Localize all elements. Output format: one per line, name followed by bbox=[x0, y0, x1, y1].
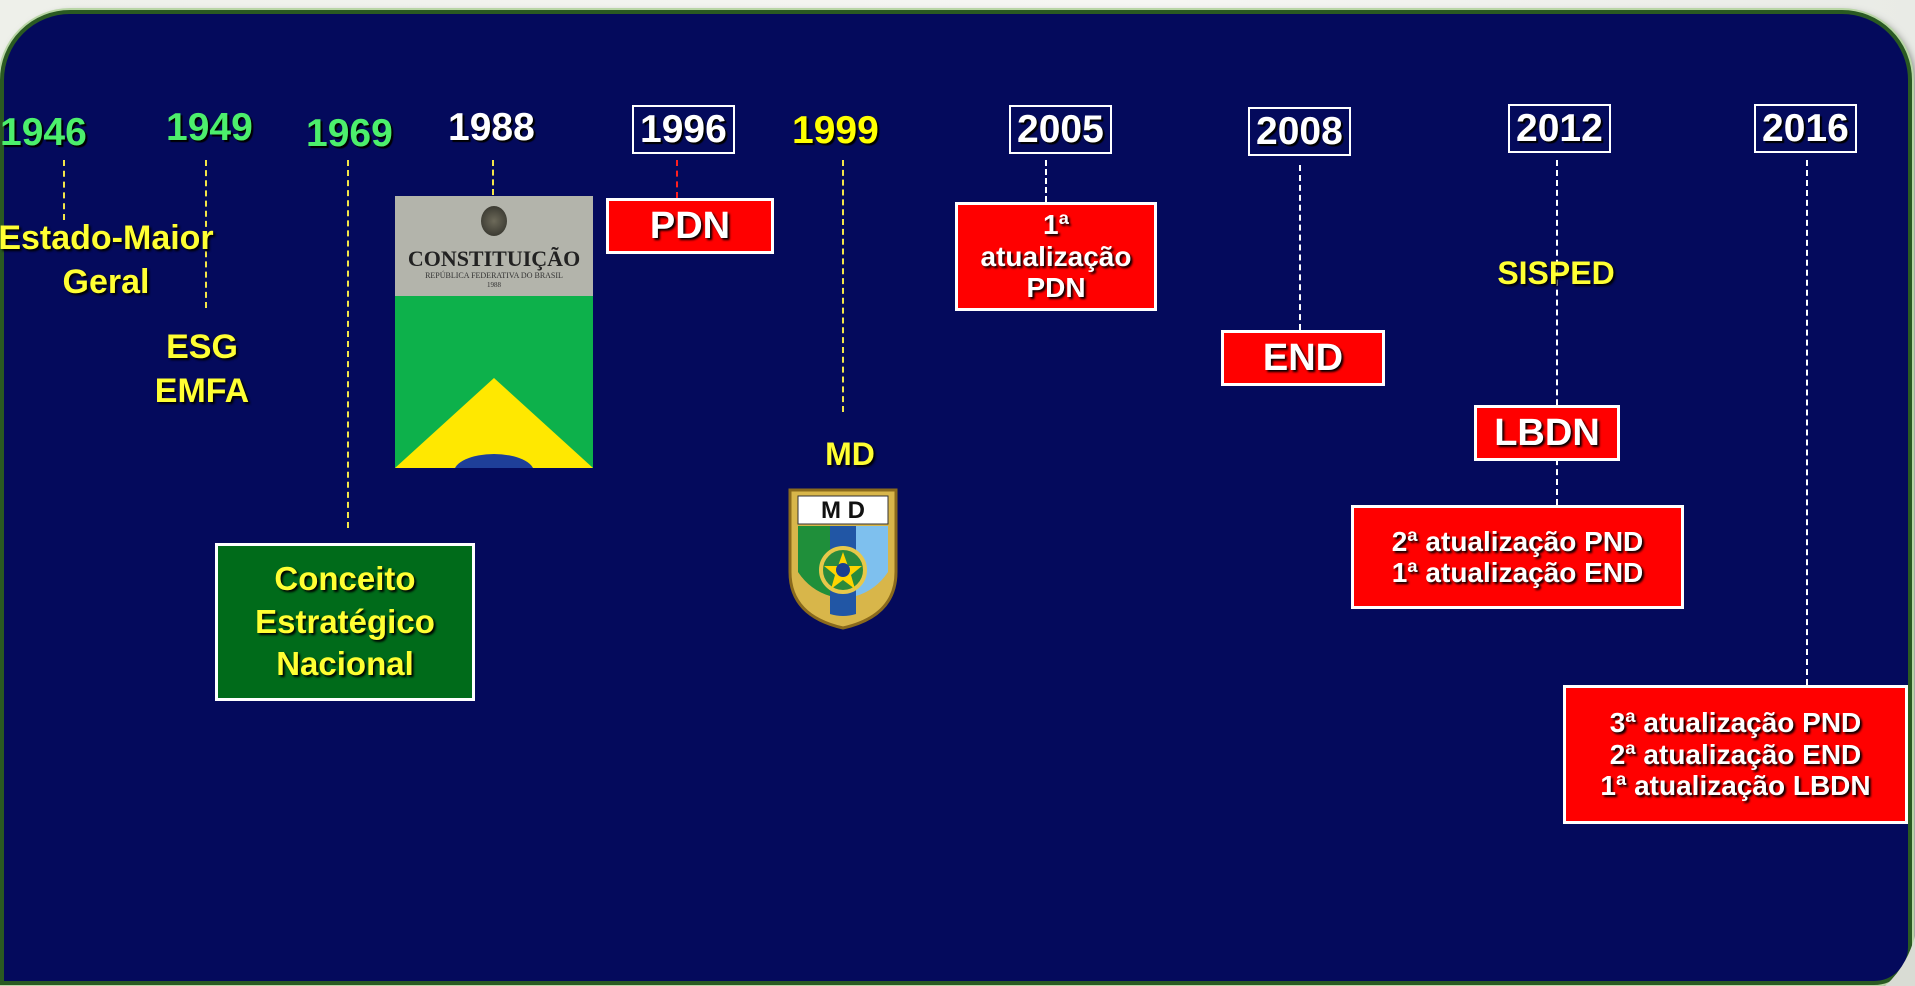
year-1988: 1988 bbox=[448, 106, 535, 149]
conceito-line-3: Nacional bbox=[276, 645, 414, 683]
end-box: END bbox=[1221, 330, 1385, 386]
corner-decoration bbox=[1885, 936, 1915, 986]
constitution-title: CONSTITUIÇÃO bbox=[407, 246, 581, 271]
connector-1999 bbox=[842, 160, 844, 412]
conceito-line-2: Estratégico bbox=[255, 602, 435, 640]
atualizacao-pdn-line-3: PDN bbox=[1026, 272, 1086, 304]
year-1946: 1946 bbox=[0, 111, 87, 154]
connector-2016 bbox=[1806, 160, 1808, 685]
estado-maior-label: Estado-Maior Geral bbox=[0, 216, 234, 304]
constitution-cover-image: CONSTITUIÇÃO REPÚBLICA FEDERATIVA DO BRA… bbox=[395, 196, 593, 468]
connector-1949 bbox=[205, 160, 207, 308]
connector-2005 bbox=[1045, 160, 1047, 202]
coat-of-arms-icon bbox=[481, 206, 507, 236]
connector-1996 bbox=[676, 160, 678, 198]
pdn-label: PDN bbox=[649, 204, 731, 247]
md-label: MD bbox=[825, 436, 875, 472]
year-2016: 2016 bbox=[1754, 104, 1857, 153]
connector-2012 bbox=[1556, 160, 1558, 505]
constitution-subtitle: REPÚBLICA FEDERATIVA DO BRASIL bbox=[425, 271, 563, 280]
estado-maior-line-2: Geral bbox=[62, 263, 150, 302]
pdn-box: PDN bbox=[606, 198, 774, 254]
year-1949: 1949 bbox=[166, 106, 253, 149]
year-1999: 1999 bbox=[792, 109, 879, 152]
atualizacao-pdn-line-2: atualização bbox=[980, 240, 1132, 272]
conceito-line-1: Conceito bbox=[274, 559, 416, 597]
connector-1988 bbox=[492, 160, 494, 195]
atualizacao-2016-line-1: 3ª atualização PND bbox=[1609, 707, 1862, 739]
timeline-panel bbox=[0, 10, 1912, 985]
year-2008: 2008 bbox=[1248, 107, 1351, 156]
atualizacao-2016-line-2: 2ª atualização END bbox=[1609, 738, 1862, 770]
conceito-estrategico-box: Conceito Estratégico Nacional bbox=[215, 543, 475, 701]
atualizacao-pdn-line-1: 1ª bbox=[1043, 209, 1069, 241]
year-2012: 2012 bbox=[1508, 104, 1611, 153]
connector-1946 bbox=[63, 160, 65, 220]
md-shield-letters: M D bbox=[821, 497, 865, 524]
atualizacao-2012-line-1: 2ª atualização PND bbox=[1391, 525, 1644, 557]
md-shield-emblem: M D bbox=[788, 488, 898, 630]
sisped-label: SISPED bbox=[1497, 255, 1615, 291]
year-1996: 1996 bbox=[632, 105, 735, 154]
estado-maior-line-1: Estado-Maior bbox=[0, 219, 214, 257]
connector-2008 bbox=[1299, 165, 1301, 330]
year-2005: 2005 bbox=[1009, 105, 1112, 154]
lbdn-label: LBDN bbox=[1494, 411, 1600, 454]
esg-emfa-label: ESG EMFA bbox=[142, 325, 262, 413]
lbdn-box: LBDN bbox=[1474, 405, 1620, 461]
esg-line: ESG bbox=[166, 328, 238, 366]
end-label: END bbox=[1262, 336, 1344, 379]
atualizacao-2012-box: 2ª atualização PND 1ª atualização END bbox=[1351, 505, 1684, 609]
primeira-atualizacao-pdn-box: 1ª atualização PDN bbox=[955, 202, 1157, 311]
flag-diamond-icon bbox=[395, 378, 593, 468]
atualizacao-2012-line-2: 1ª atualização END bbox=[1391, 557, 1644, 588]
atualizacao-2016-line-3: 1ª atualização LBDN bbox=[1600, 770, 1871, 802]
atualizacao-2016-box: 3ª atualização PND 2ª atualização END 1ª… bbox=[1563, 685, 1908, 824]
year-1969: 1969 bbox=[306, 112, 393, 155]
connector-1969 bbox=[347, 160, 349, 528]
constitution-year: 1988 bbox=[487, 281, 501, 289]
emfa-line: EMFA bbox=[154, 372, 250, 411]
